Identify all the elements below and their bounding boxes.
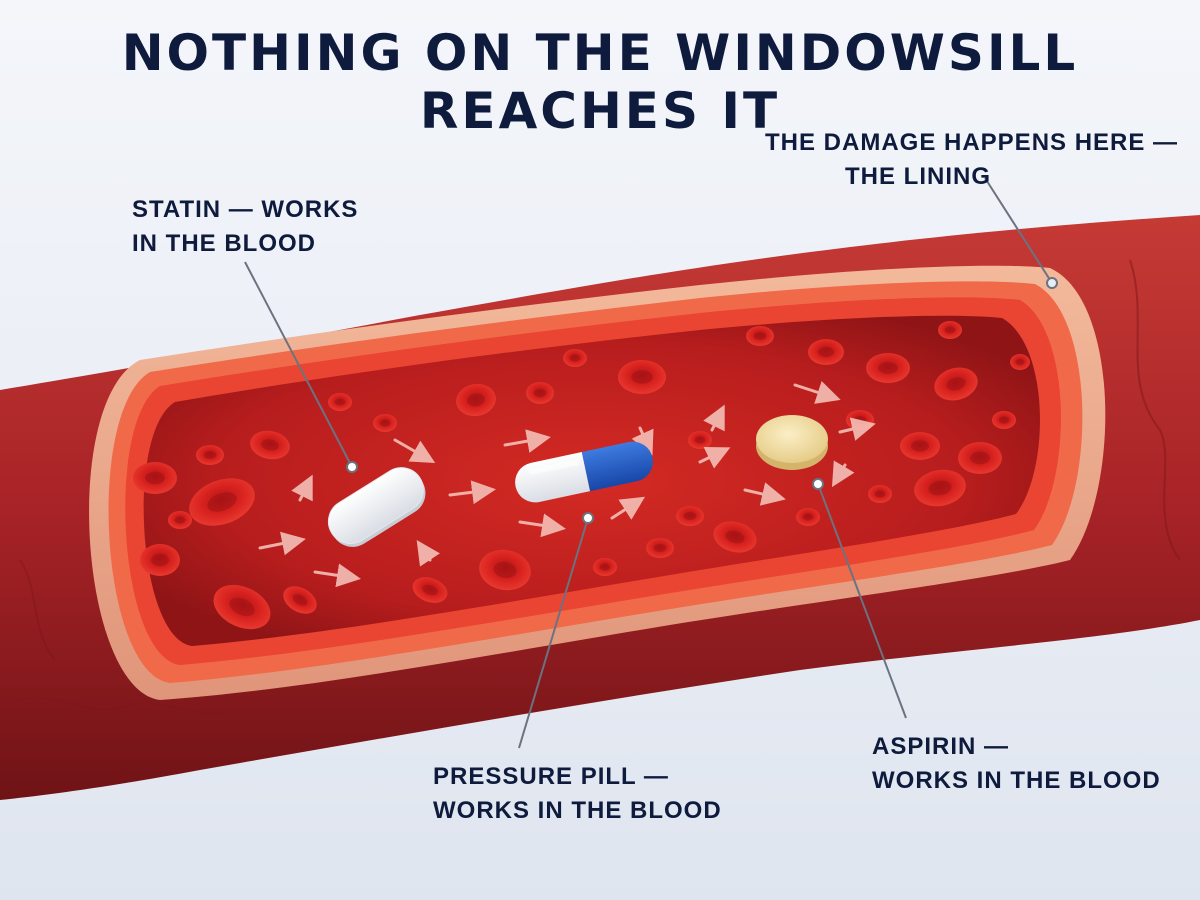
red-blood-cell-icon xyxy=(796,508,820,526)
red-blood-cell-icon xyxy=(168,511,192,529)
red-blood-cell-icon xyxy=(900,432,940,460)
flow-arrow-icon xyxy=(793,381,841,404)
flow-arrow-icon xyxy=(393,438,436,463)
red-blood-cell-icon xyxy=(688,431,712,449)
red-blood-cell-icon xyxy=(1010,354,1030,370)
red-blood-cell-icon xyxy=(412,577,448,603)
red-blood-cell-icon xyxy=(213,584,271,630)
red-blood-cell-icon xyxy=(479,549,531,591)
flow-arrow-icon xyxy=(838,417,876,441)
red-blood-cell-icon xyxy=(283,586,317,614)
capsule-icon xyxy=(515,441,653,503)
lining-leader-dot xyxy=(1046,277,1058,289)
flow-arrow-icon xyxy=(448,480,496,505)
red-blood-cell-icon xyxy=(934,367,978,401)
aspirin-callout-line-2: WORKS IN THE BLOOD xyxy=(872,767,1161,794)
red-blood-cell-icon xyxy=(866,353,910,383)
lining-callout-line-1: THE DAMAGE HAPPENS HERE — xyxy=(765,129,1179,156)
statin-leader-line xyxy=(244,261,353,468)
flow-arrow-icon xyxy=(703,404,725,432)
lining-callout: THE DAMAGE HAPPENS HERE — THE LINING xyxy=(765,126,1178,194)
red-blood-cell-icon xyxy=(189,478,255,526)
red-blood-cell-icon xyxy=(958,442,1002,474)
red-blood-cell-icon xyxy=(456,383,496,417)
aspirin-leader-dot xyxy=(812,478,824,490)
flow-arrow-icon xyxy=(518,513,566,538)
flow-arrow-icon xyxy=(698,446,731,469)
red-blood-cell-icon xyxy=(593,558,617,576)
lining-callout-line-2: THE LINING xyxy=(845,163,991,190)
pressure-pill-leader-dot xyxy=(582,512,594,524)
red-blood-cell-icon xyxy=(328,393,352,411)
flow-arrow-icon xyxy=(831,460,855,488)
red-blood-cell-icon xyxy=(250,430,290,460)
red-blood-cell-icon xyxy=(676,506,704,526)
vessel-vein xyxy=(19,559,56,661)
red-blood-cell-icon xyxy=(808,339,844,365)
vessel-vein xyxy=(1129,259,1181,561)
red-blood-cell-icon xyxy=(526,382,554,404)
flow-arrow-icon xyxy=(313,563,361,588)
vessel-vein xyxy=(19,696,231,715)
red-blood-cell-icon xyxy=(992,411,1016,429)
pressure-pill-callout-line-1: PRESSURE PILL — xyxy=(433,763,669,790)
red-blood-cells xyxy=(133,321,1030,630)
pressure-pill-leader-line xyxy=(518,517,589,749)
red-blood-cell-icon xyxy=(618,360,666,394)
aspirin-callout: ASPIRIN — WORKS IN THE BLOOD xyxy=(872,730,1161,798)
aspirin-tablet-icon xyxy=(756,415,828,470)
pressure-pill-callout-line-2: WORKS IN THE BLOOD xyxy=(433,797,722,824)
flow-arrow-icon xyxy=(743,482,786,506)
red-blood-cell-icon xyxy=(196,445,224,465)
red-blood-cell-icon xyxy=(563,349,587,367)
red-blood-cell-icon xyxy=(746,326,774,346)
aspirin-callout-line-1: ASPIRIN — xyxy=(872,733,1010,760)
pressure-pill-callout: PRESSURE PILL — WORKS IN THE BLOOD xyxy=(433,760,722,828)
red-blood-cell-icon xyxy=(373,414,397,432)
flow-arrow-icon xyxy=(610,496,646,520)
flow-arrow-icon xyxy=(503,429,551,453)
flow-arrow-icon xyxy=(291,474,313,502)
red-blood-cell-icon xyxy=(938,321,962,339)
statin-callout-line-2: IN THE BLOOD xyxy=(132,230,316,257)
red-blood-cell-icon xyxy=(914,469,966,507)
lining-leader-line xyxy=(984,177,1053,284)
flow-arrow-icon xyxy=(416,540,440,567)
red-blood-cell-icon xyxy=(713,521,757,553)
aspirin-leader-line xyxy=(817,483,907,719)
flow-arrow-icon xyxy=(631,426,654,456)
flow-arrow-icon xyxy=(258,531,306,556)
red-blood-cell-icon xyxy=(868,485,892,503)
statin-callout: STATIN — WORKS IN THE BLOOD xyxy=(132,193,358,261)
statin-callout-line-1: STATIN — WORKS xyxy=(132,196,359,223)
statin-leader-dot xyxy=(346,461,358,473)
red-blood-cell-icon xyxy=(140,544,180,576)
flow-arrows xyxy=(258,381,876,588)
red-blood-cell-icon xyxy=(646,538,674,558)
red-blood-cell-icon xyxy=(133,462,177,494)
page-title: NOTHING ON THE WINDOWSILL REACHES IT xyxy=(121,24,1079,140)
statin-tablet-icon xyxy=(327,467,426,547)
